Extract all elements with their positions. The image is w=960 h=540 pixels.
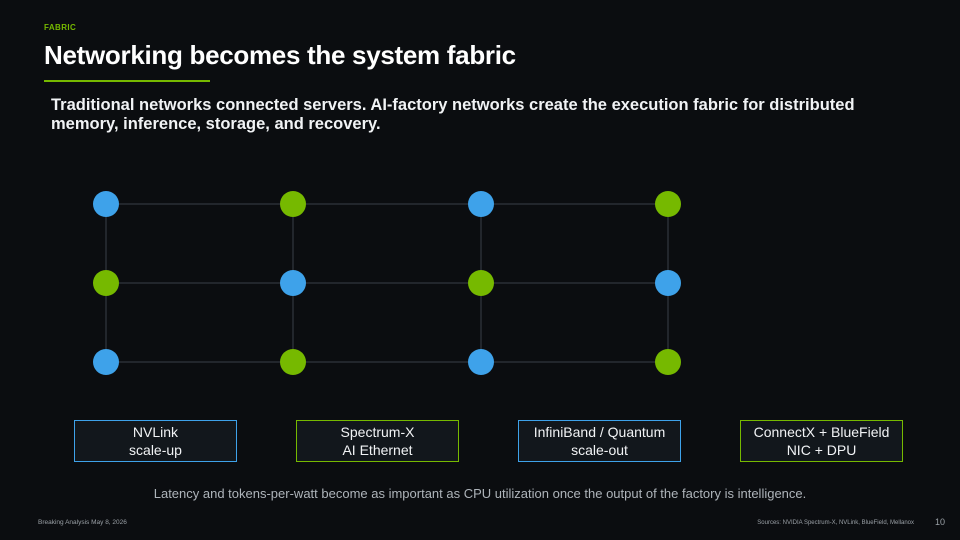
- connectx-bluefield-box: ConnectX + BlueField NIC + DPU: [740, 420, 903, 462]
- mesh-node-green: [280, 191, 306, 217]
- nvlink-box-title: NVLink: [132, 424, 179, 440]
- footnote: Latency and tokens-per-watt become as im…: [153, 486, 807, 501]
- infiniband-box-title: InfiniBand / Quantum: [533, 424, 666, 440]
- mesh-node-green: [655, 349, 681, 375]
- page-title: Networking becomes the system fabric: [44, 40, 516, 70]
- mesh-node-blue: [655, 270, 681, 296]
- mesh-node-blue: [468, 191, 494, 217]
- infiniband-box: InfiniBand / Quantum scale-out: [518, 420, 681, 462]
- infiniband-box-subtitle: scale-out: [571, 442, 628, 458]
- mesh-node-blue: [93, 191, 119, 217]
- connectx-box-subtitle: NIC + DPU: [786, 442, 857, 458]
- spectrum-x-box-title: Spectrum-X: [340, 424, 415, 440]
- nvlink-box: NVLink scale-up: [74, 420, 237, 462]
- spectrum-x-box: Spectrum-X AI Ethernet: [296, 420, 459, 462]
- eyebrow-label: FABRIC: [44, 23, 77, 32]
- mesh-node-blue: [280, 270, 306, 296]
- page-number: 10: [934, 517, 945, 527]
- title-underline: [44, 80, 210, 82]
- nvlink-box-subtitle: scale-up: [129, 442, 182, 458]
- mesh-node-green: [468, 270, 494, 296]
- subtitle: Traditional networks connected servers. …: [51, 96, 855, 133]
- footer-date: Breaking Analysis May 8, 2026: [38, 519, 127, 526]
- footer-sources: Sources: NVIDIA Spectrum-X, NVLink, Blue…: [757, 520, 914, 526]
- mesh-node-green: [93, 270, 119, 296]
- mesh-node-blue: [93, 349, 119, 375]
- mesh-node-blue: [468, 349, 494, 375]
- mesh-node-green: [280, 349, 306, 375]
- connectx-box-title: ConnectX + BlueField: [753, 424, 890, 440]
- mesh-node-green: [655, 191, 681, 217]
- spectrum-x-box-subtitle: AI Ethernet: [342, 442, 413, 458]
